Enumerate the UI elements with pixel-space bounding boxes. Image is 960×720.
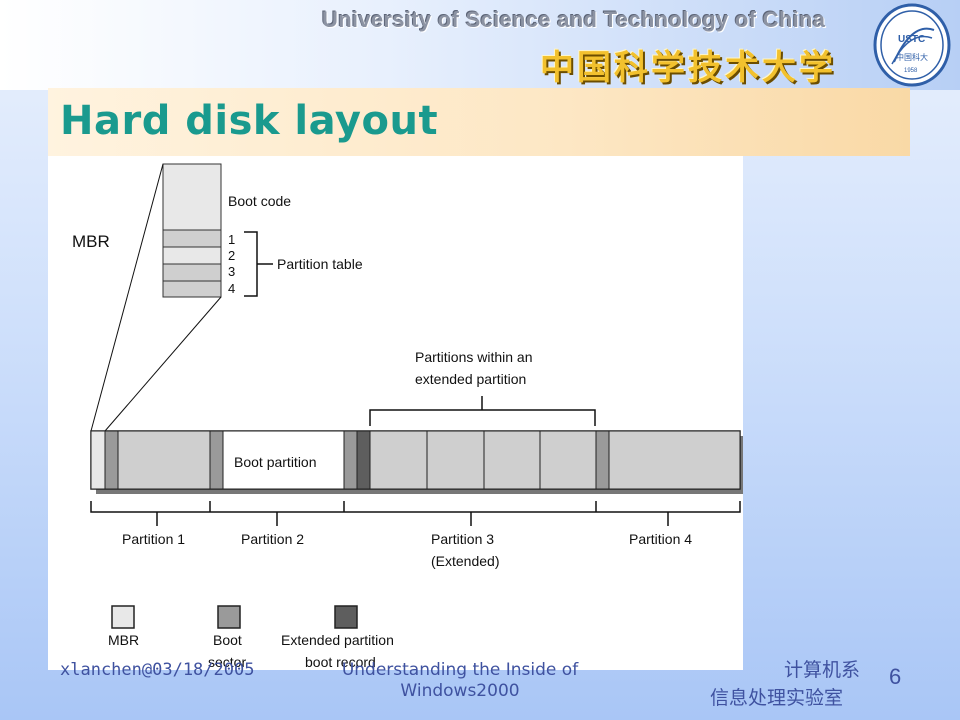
ext-logical-1 — [369, 430, 428, 490]
partition-4-body — [608, 430, 741, 490]
footer-course-line2: Windows2000 — [400, 681, 520, 701]
p4-boot-sector — [595, 430, 610, 490]
zoom-line-left — [90, 163, 164, 432]
legend-ext-label2: boot record — [305, 654, 376, 670]
page-number: 6 — [889, 664, 902, 689]
partition-2-label: Partition 2 — [241, 531, 304, 547]
partition-entry-1 — [162, 229, 222, 248]
title-bar — [48, 88, 910, 156]
extended-callout-line1: Partitions within an — [415, 349, 533, 365]
partition-entry-3 — [162, 263, 222, 282]
partition-3-sublabel: (Extended) — [431, 553, 499, 569]
ext-boot-record-1 — [356, 430, 371, 490]
p1-boot-sector — [104, 430, 119, 490]
logo-year-text: 1958 — [904, 68, 918, 74]
footer-course: Understanding the Inside of Windows2000 — [330, 660, 590, 702]
boot-code-block — [162, 163, 222, 231]
slide-title: Hard disk layout — [60, 98, 439, 144]
footer-email: xlanchen@03/18/2005 — [60, 660, 255, 680]
university-name-cn: 中国科学技术大学 — [540, 48, 836, 88]
ext-logical-4 — [539, 430, 597, 490]
ext-logical-3 — [483, 430, 541, 490]
p3-boot-sector — [343, 430, 358, 490]
legend-boot-swatch — [217, 605, 241, 629]
legend-ext-swatch — [334, 605, 358, 629]
p2-boot-sector — [209, 430, 224, 490]
partition-1-body — [117, 430, 211, 490]
university-name-en: University of Science and Technology of … — [322, 7, 826, 32]
entry-num-2: 2 — [228, 248, 235, 263]
entry-num-4: 4 — [228, 281, 235, 296]
partition-table-bracket — [244, 231, 273, 297]
footer-dept-line2: 信息处理实验室 — [710, 687, 844, 709]
logo-cn-text: 中国科大 — [896, 52, 928, 62]
footer-course-line1: Understanding the Inside of — [341, 660, 579, 680]
extended-callout-line2: extended partition — [415, 371, 526, 387]
zoom-line-right — [104, 296, 222, 432]
legend-boot-label1: Boot — [213, 632, 242, 648]
legend-boot-label2: sector — [208, 654, 246, 670]
ustc-logo-icon: USTC 中国科大 1958 — [873, 3, 951, 87]
legend-mbr-label: MBR — [108, 632, 139, 648]
partition-entry-4 — [162, 280, 222, 298]
partition-4-label: Partition 4 — [629, 531, 692, 547]
partitions-bracket — [90, 501, 741, 513]
logo-text: USTC — [898, 34, 925, 45]
legend-mbr-swatch — [111, 605, 135, 629]
partition-table-label: Partition table — [277, 256, 363, 272]
entry-num-3: 3 — [228, 264, 235, 279]
partition-entry-2 — [162, 246, 222, 265]
legend-ext-label1: Extended partition — [281, 632, 394, 648]
hard-disk-layout-diagram: Boot code MBR 1 2 3 4 Partition table Pa… — [48, 156, 743, 670]
disk-mbr-sector — [90, 430, 106, 490]
footer-dept-line1: 计算机系 — [784, 659, 861, 681]
header-band — [0, 0, 960, 90]
boot-partition-body — [222, 430, 345, 490]
extended-callout-bracket — [369, 396, 596, 426]
ext-logical-2 — [426, 430, 485, 490]
boot-partition-label: Boot partition — [234, 454, 317, 470]
partition-1-label: Partition 1 — [122, 531, 185, 547]
boot-code-label: Boot code — [228, 193, 291, 209]
mbr-label: MBR — [72, 232, 110, 251]
entry-num-1: 1 — [228, 232, 235, 247]
partition-ticks — [156, 512, 669, 526]
partition-3-label: Partition 3 — [431, 531, 494, 547]
